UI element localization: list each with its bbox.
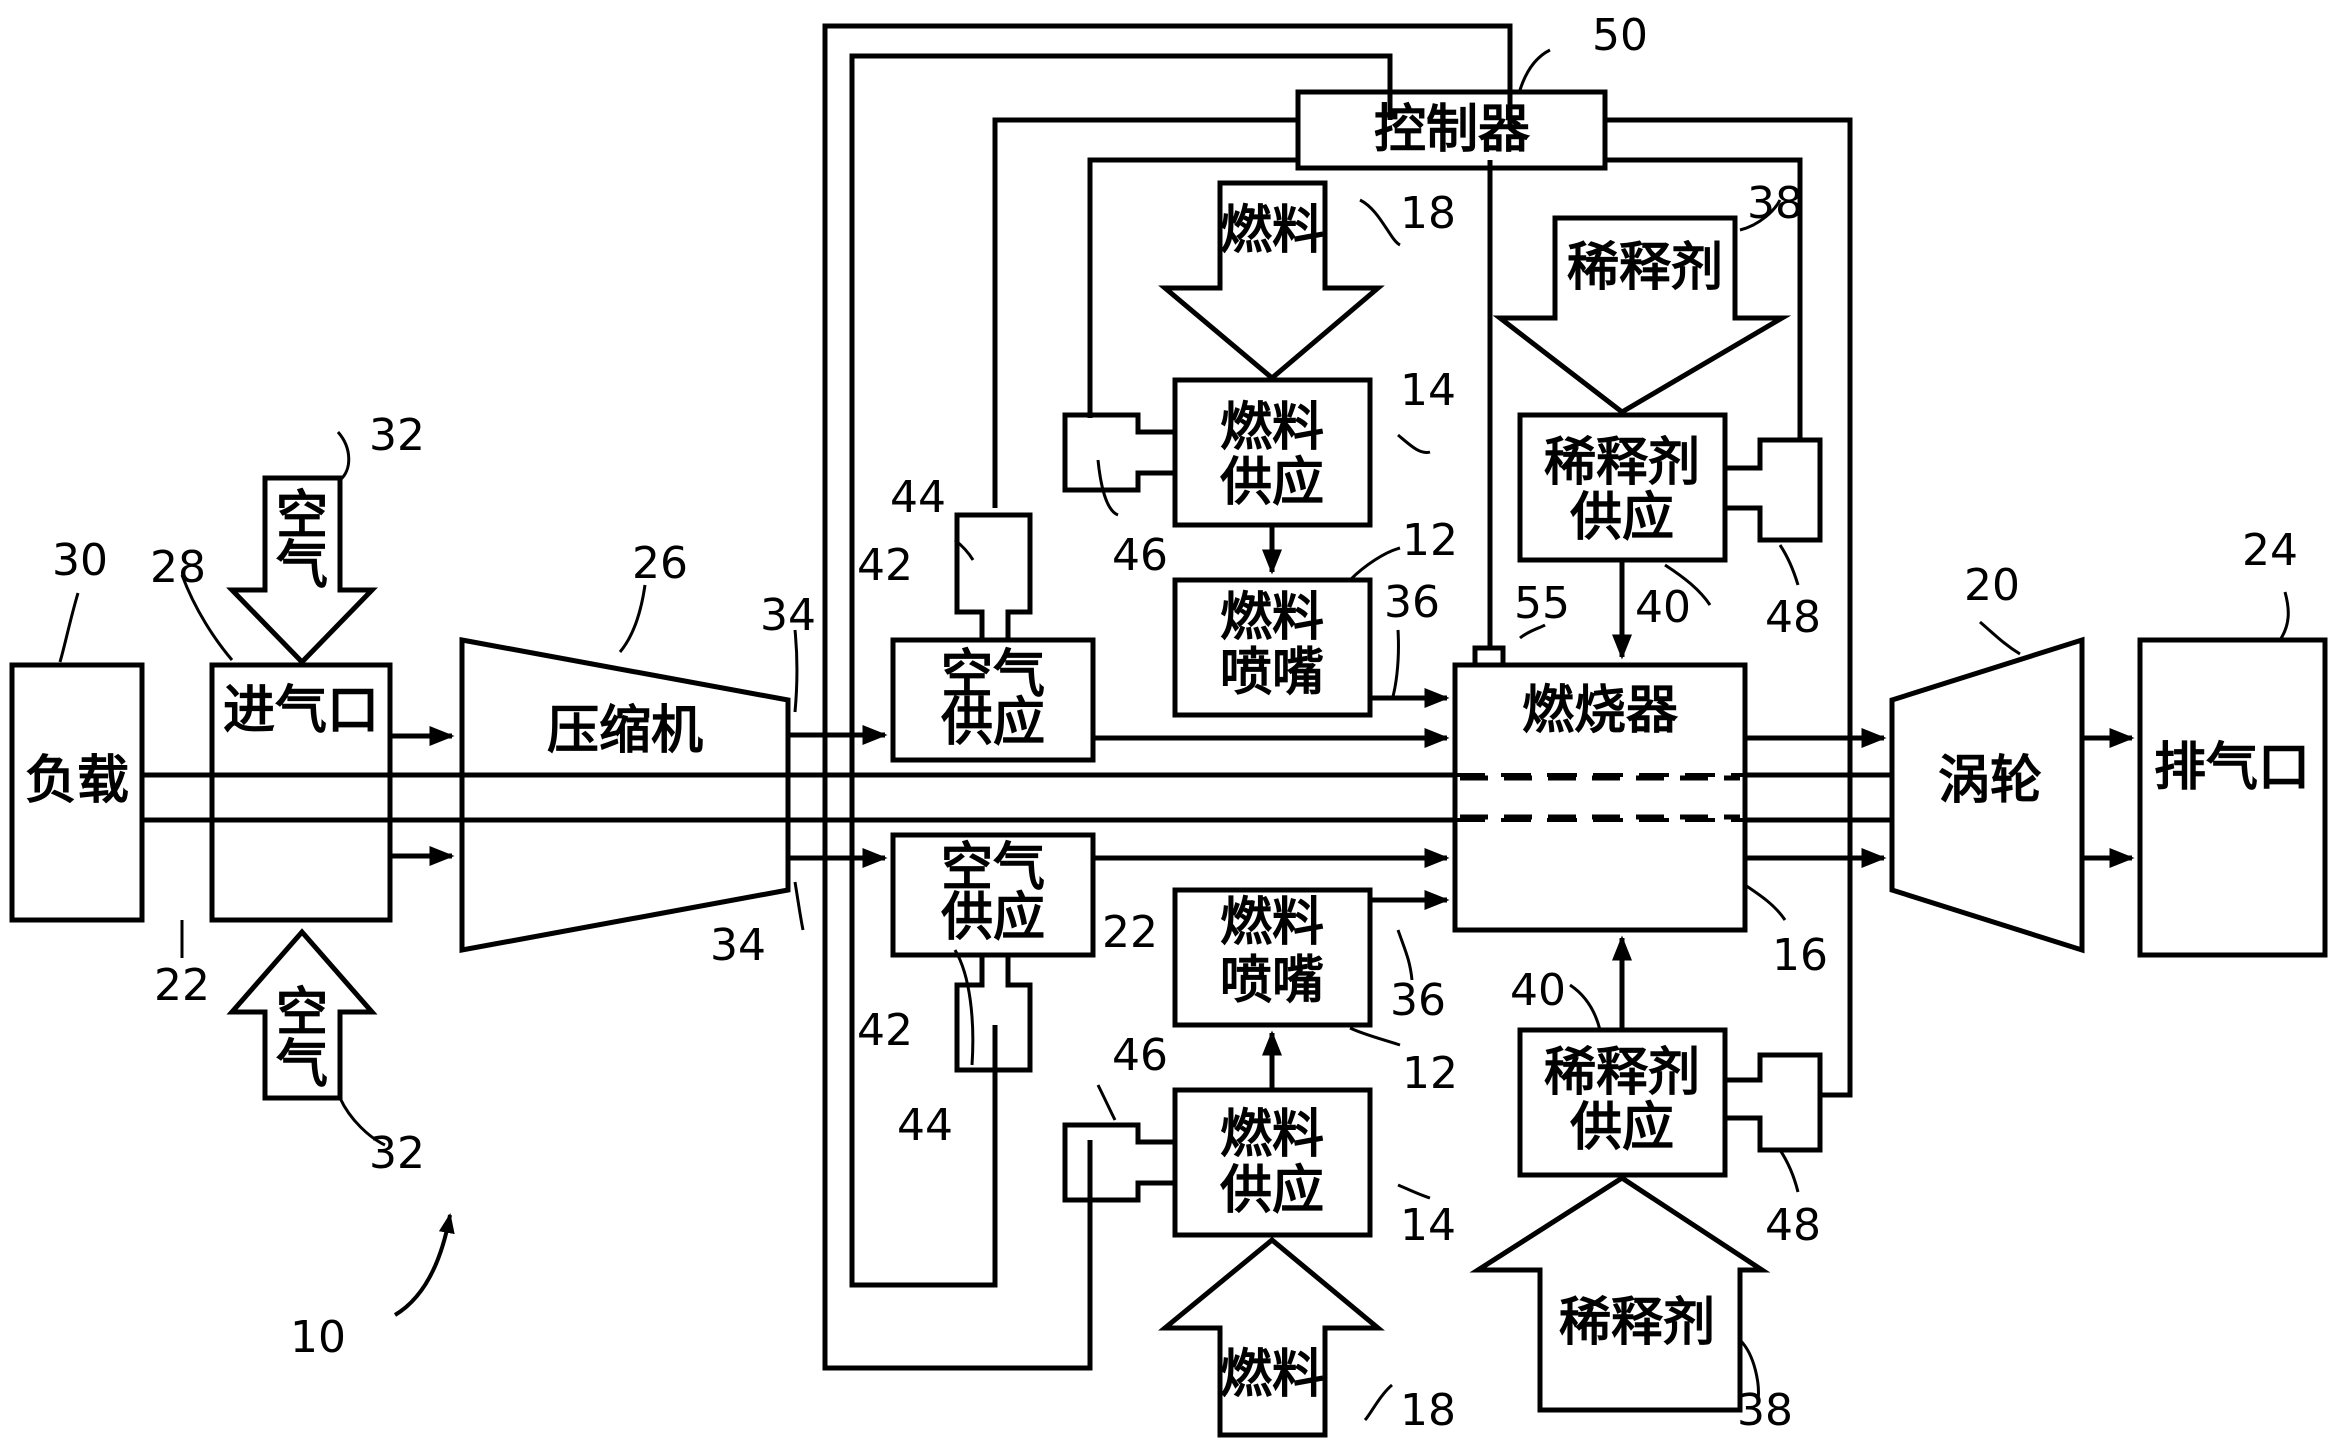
ref-36-bottom: 36 <box>1390 975 1446 1026</box>
ref-50: 50 <box>1592 10 1648 61</box>
ref-55: 55 <box>1514 578 1570 629</box>
ref-18-bottom: 18 <box>1400 1385 1456 1436</box>
fuel-supply-bottom-label-2: 供应 <box>1220 1161 1324 1221</box>
ref-16: 16 <box>1772 930 1828 981</box>
combustor-label: 燃烧器 <box>1522 681 1679 741</box>
ref-46-bottom: 46 <box>1112 1030 1168 1081</box>
ref-48-bottom: 48 <box>1765 1200 1821 1251</box>
compressor-label: 压缩机 <box>547 701 703 761</box>
ref-10: 10 <box>290 1312 346 1363</box>
controller-label: 控制器 <box>1374 100 1531 160</box>
valve-48-bottom <box>1725 1055 1820 1150</box>
ref-38-top: 38 <box>1747 178 1803 229</box>
fuel-nozzle-bottom-label-1: 燃料 <box>1220 893 1324 953</box>
ref-24: 24 <box>2242 525 2298 576</box>
air-bottom-label-1: 空 <box>276 983 328 1043</box>
fuel-supply-top-label-1: 燃料 <box>1220 398 1324 458</box>
ref-18-top: 18 <box>1400 188 1456 239</box>
diluent-supply-bottom-label-1: 稀释剂 <box>1544 1043 1700 1103</box>
fuel-top-label: 燃料 <box>1220 201 1324 261</box>
fuel-supply-bottom-label-1: 燃料 <box>1220 1105 1324 1165</box>
ref-42-top: 42 <box>857 540 913 591</box>
ref-14-bottom: 14 <box>1400 1200 1456 1251</box>
ref-12-bottom: 12 <box>1402 1048 1458 1099</box>
ref-34-top: 34 <box>760 590 816 641</box>
shaft-dashes <box>212 775 1740 820</box>
load-label: 负载 <box>25 751 129 811</box>
ref-40-top: 40 <box>1635 582 1691 633</box>
ref-36-top: 36 <box>1384 577 1440 628</box>
fuel-supply-top-label-2: 供应 <box>1220 453 1324 513</box>
valve-44-top <box>957 515 1030 640</box>
ref-22-mid: 22 <box>1102 907 1158 958</box>
fuel-arrow-bottom <box>1165 1240 1378 1435</box>
sensor-55 <box>1475 648 1503 665</box>
diluent-bottom-label: 稀释剂 <box>1559 1293 1715 1353</box>
valve-46-top <box>1065 415 1175 490</box>
air-top-label-2: 气 <box>276 536 328 596</box>
air-supply-bottom-label-2: 供应 <box>941 888 1045 948</box>
ref-14-top: 14 <box>1400 365 1456 416</box>
ref-22-left: 22 <box>154 960 210 1011</box>
diluent-supply-top-label-2: 供应 <box>1570 488 1674 548</box>
ref-46-top: 46 <box>1112 530 1168 581</box>
air-bottom-label-2: 气 <box>276 1035 328 1095</box>
diluent-top-label: 稀释剂 <box>1567 238 1723 298</box>
air-supply-top-label-2: 供应 <box>941 693 1045 753</box>
turbine-label: 涡轮 <box>1938 751 2042 811</box>
intake-label: 进气口 <box>223 681 379 741</box>
exhaust-label: 排气口 <box>2154 738 2310 798</box>
ref-32-bottom: 32 <box>369 1128 425 1179</box>
ref-34-bottom: 34 <box>710 920 766 971</box>
ref-20: 20 <box>1964 560 2020 611</box>
fuel-nozzle-bottom-label-2: 喷嘴 <box>1220 951 1324 1011</box>
ref-44-bottom: 44 <box>897 1100 953 1151</box>
ref-26: 26 <box>632 538 688 589</box>
fuel-nozzle-top-label-1: 燃料 <box>1220 588 1324 648</box>
ref-10-arrow <box>395 1215 450 1315</box>
diluent-supply-top-label-1: 稀释剂 <box>1544 433 1700 493</box>
ref-38-bottom: 38 <box>1737 1385 1793 1436</box>
ref-28: 28 <box>150 542 206 593</box>
ref-44-top: 44 <box>890 472 946 523</box>
compressor-block <box>462 640 788 950</box>
ref-42-bottom: 42 <box>857 1005 913 1056</box>
valve-46-bottom <box>1065 1125 1175 1200</box>
ref-40-bottom: 40 <box>1510 965 1566 1016</box>
fuel-bottom-label: 燃料 <box>1220 1345 1324 1405</box>
fuel-nozzle-top-label-2: 喷嘴 <box>1220 643 1324 703</box>
valve-48-top <box>1725 440 1820 540</box>
diluent-supply-bottom-label-2: 供应 <box>1570 1098 1674 1158</box>
ref-30: 30 <box>52 535 108 586</box>
ref-32-top: 32 <box>369 410 425 461</box>
ref-12-top: 12 <box>1402 515 1458 566</box>
ref-48-top: 48 <box>1765 592 1821 643</box>
shaft-22 <box>142 775 1892 820</box>
